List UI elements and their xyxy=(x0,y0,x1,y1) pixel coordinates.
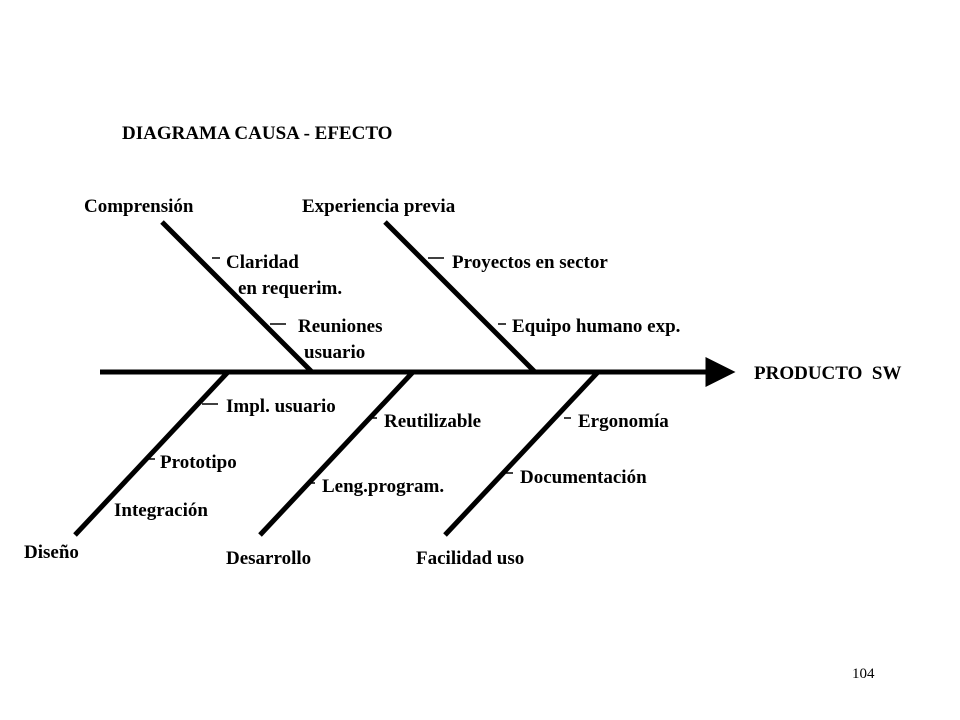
bone-experiencia xyxy=(383,220,537,374)
cause-impl-usuario: Impl. usuario xyxy=(226,396,336,417)
cause-claridad-line1: Claridad xyxy=(226,252,299,273)
effect-label: PRODUCTO SW xyxy=(754,363,902,384)
cause-reuniones-line2: usuario xyxy=(304,342,366,363)
cause-dashes xyxy=(148,257,571,484)
category-desarrollo: Desarrollo xyxy=(226,548,312,569)
category-facilidad: Facilidad uso xyxy=(416,548,525,569)
cause-claridad-line2: en requerim. xyxy=(238,278,343,299)
bone-comprension xyxy=(160,220,314,374)
cause-integracion: Integración xyxy=(114,500,208,521)
category-experiencia: Experiencia previa xyxy=(302,196,456,217)
bone-facilidad xyxy=(443,370,600,537)
cause-documentacion: Documentación xyxy=(520,467,647,488)
page-number: 104 xyxy=(852,666,875,682)
diagram-title: DIAGRAMA CAUSA - EFECTO xyxy=(122,123,393,144)
bone-desarrollo xyxy=(258,370,415,537)
cause-ergonomia: Ergonomía xyxy=(578,411,669,432)
cause-leng-program: Leng.program. xyxy=(322,476,445,497)
cause-equipo: Equipo humano exp. xyxy=(512,316,681,337)
bone-diseno xyxy=(73,370,230,537)
category-diseno: Diseño xyxy=(24,542,79,563)
cause-proyectos: Proyectos en sector xyxy=(452,252,608,273)
cause-prototipo: Prototipo xyxy=(160,452,237,473)
cause-reutilizable: Reutilizable xyxy=(384,411,482,432)
category-comprension: Comprensión xyxy=(84,196,194,217)
cause-reuniones-line1: Reuniones xyxy=(298,316,383,337)
